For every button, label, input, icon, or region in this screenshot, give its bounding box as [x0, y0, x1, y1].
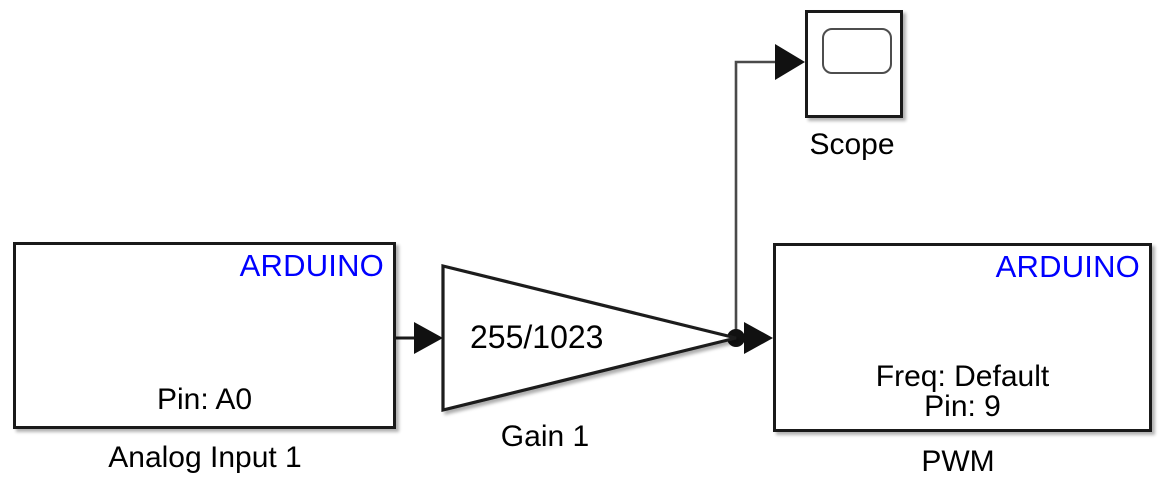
analog-input-pin-label: Pin: A0: [156, 383, 253, 416]
signal-gain-to-pwm[interactable]: [744, 322, 773, 354]
gain-expression-label: 255/1023: [470, 319, 604, 355]
block-pwm[interactable]: ARDUINO Freq: Default Pin: 9: [773, 243, 1152, 432]
arduino-brand-label: ARDUINO: [239, 248, 384, 283]
signal-analog-to-gain[interactable]: [396, 322, 443, 354]
block-scope[interactable]: [805, 10, 903, 118]
pwm-freq-label: Freq: Default: [875, 360, 1050, 393]
pwm-pin-label: Pin: 9: [924, 390, 1001, 423]
arduino-brand-label-pwm: ARDUINO: [995, 249, 1140, 284]
gain-triangle-icon[interactable]: [441, 263, 737, 413]
caption-analog-input-1: Analog Input 1: [108, 441, 302, 474]
signal-gain-to-scope[interactable]: [734, 44, 805, 338]
scope-screen-icon: [822, 28, 892, 74]
caption-scope: Scope: [809, 128, 895, 161]
caption-pwm: PWM: [921, 445, 995, 478]
block-analog-input-1[interactable]: ARDUINO Pin: A0: [13, 242, 396, 429]
caption-gain-1: Gain 1: [500, 420, 590, 453]
